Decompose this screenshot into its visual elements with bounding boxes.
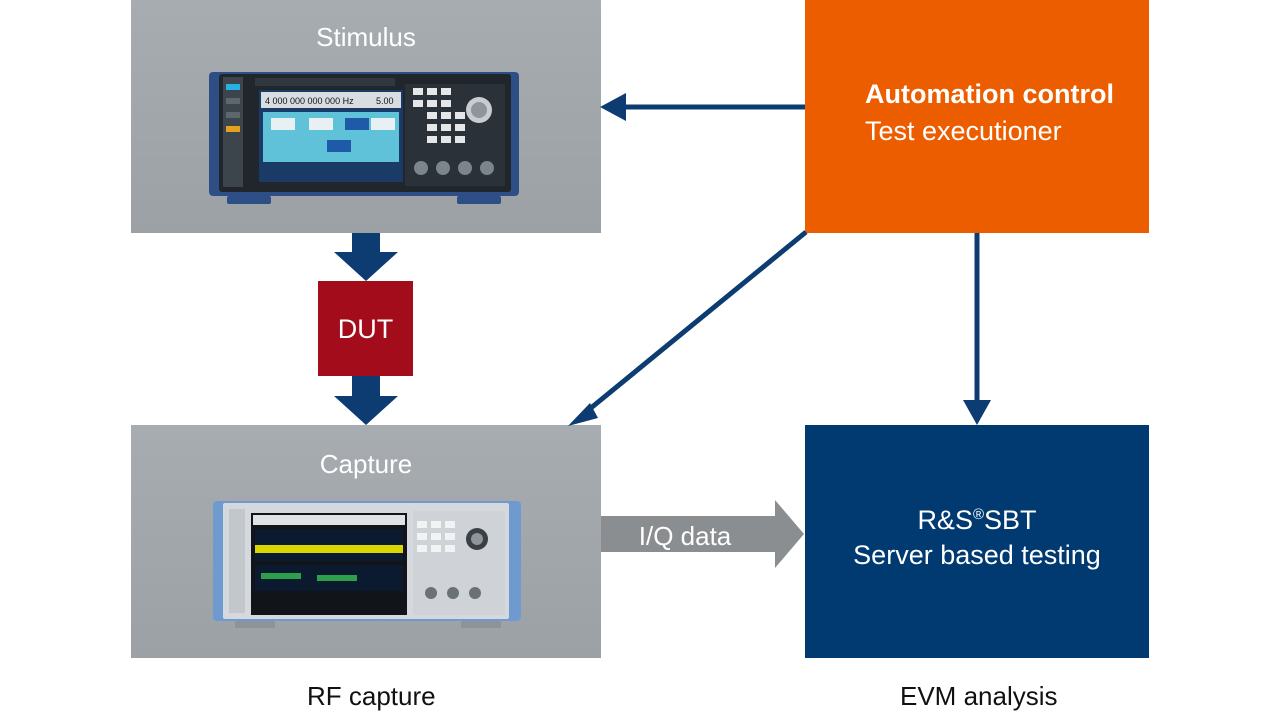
registered-mark: ® — [972, 506, 985, 523]
generator-frequency-readout: 4 000 000 000 000 Hz — [265, 96, 354, 106]
evm-analysis-caption: EVM analysis — [900, 681, 1058, 711]
dut-box: DUT — [318, 281, 413, 376]
arrowhead-sbt — [963, 400, 991, 425]
automation-control-box: Automation control Test executioner — [805, 0, 1149, 233]
arrow-stimulus-to-dut — [334, 233, 398, 281]
generator-level-readout: 5.00 — [376, 96, 394, 106]
arrow-automation-to-capture — [584, 230, 808, 414]
dut-label: DUT — [337, 314, 394, 344]
arrowhead-stimulus — [600, 93, 626, 121]
arrowhead-capture — [568, 403, 598, 426]
stimulus-title: Stimulus — [316, 22, 416, 52]
iq-data-label: I/Q data — [638, 521, 732, 551]
arrow-dut-to-capture — [334, 376, 398, 425]
rf-capture-caption: RF capture — [307, 681, 436, 711]
sbt-title: R&S®SBT — [805, 505, 1149, 536]
sbt-brand: R&S — [917, 505, 973, 535]
automation-title: Automation control — [865, 79, 1114, 109]
capture-title: Capture — [319, 449, 413, 479]
sbt-box: R&S®SBT Server based testing — [805, 425, 1149, 658]
stimulus-box: Stimulus 4 000 000 000 000 Hz 5.00 — [131, 0, 601, 233]
spectrum-analyzer-device — [213, 501, 521, 628]
signal-generator-device: 4 000 000 000 000 Hz 5.00 — [209, 72, 519, 204]
sbt-product: SBT — [984, 505, 1037, 535]
iq-data-arrow — [601, 500, 804, 568]
capture-box: Capture — [131, 425, 601, 658]
automation-subtitle: Test executioner — [865, 116, 1062, 146]
sbt-subtitle: Server based testing — [853, 540, 1101, 570]
